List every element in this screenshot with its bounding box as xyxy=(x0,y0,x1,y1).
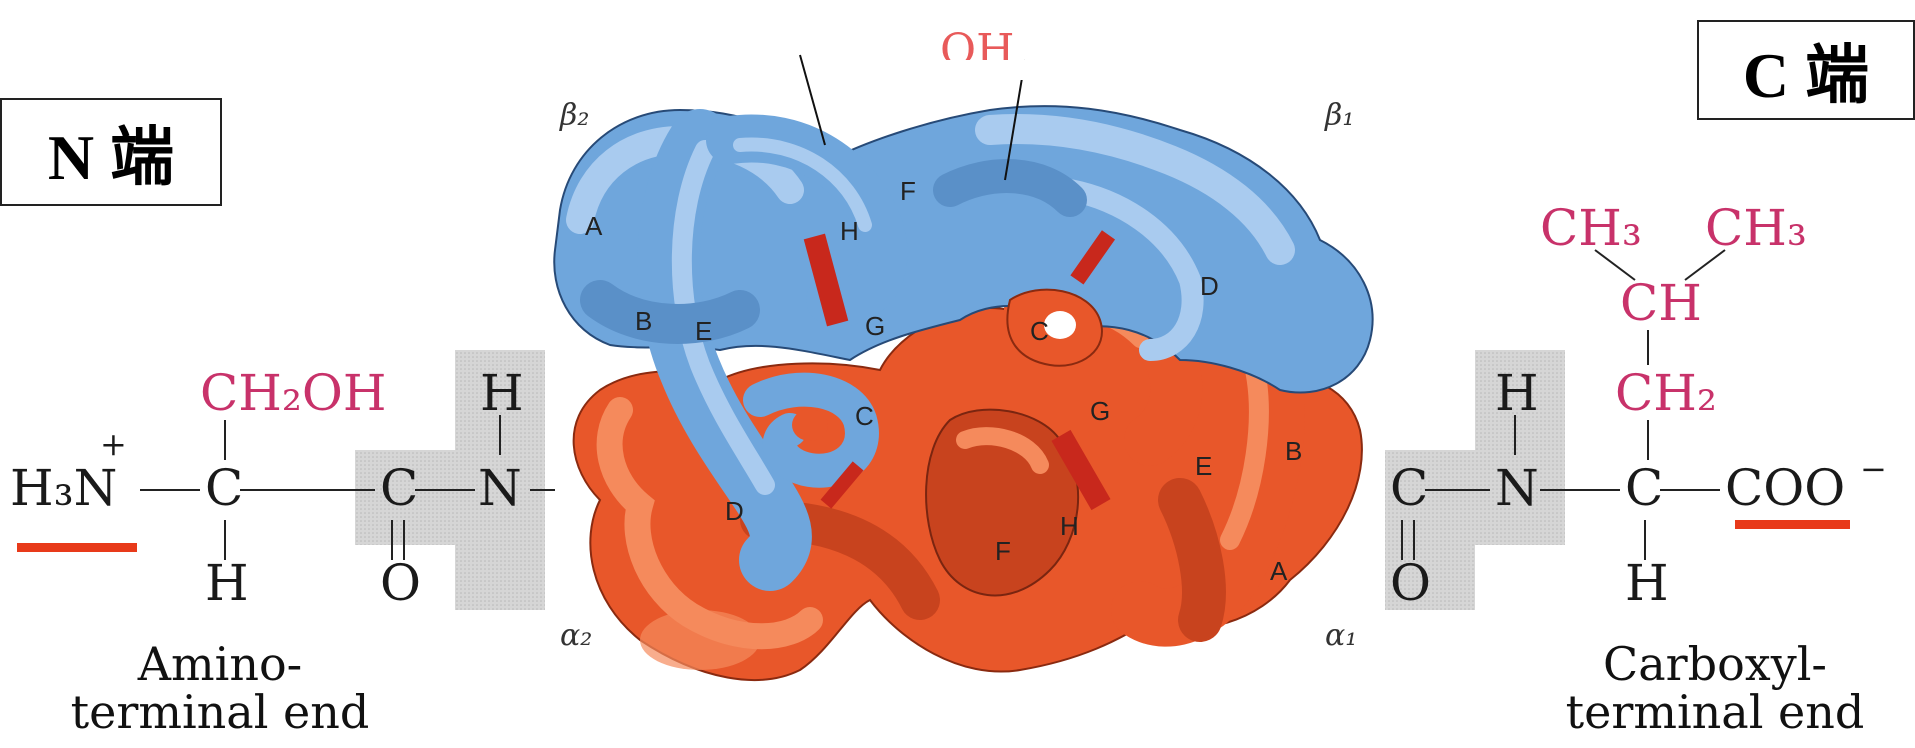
carbonyl-oxygen: O xyxy=(1390,554,1431,612)
helix-label: A xyxy=(585,211,603,241)
amide-hydrogen: H xyxy=(480,364,524,422)
subunit-beta1-label: β₁ xyxy=(1324,98,1354,133)
amino-caption-line1: Amino- xyxy=(0,640,440,688)
helix-label: A xyxy=(1270,556,1288,586)
carbonyl-oxygen: O xyxy=(380,554,421,612)
helix-label: H xyxy=(1060,511,1079,541)
helix-label: G xyxy=(865,311,885,341)
helix-label: E xyxy=(695,316,712,346)
helix-label: F xyxy=(900,176,916,206)
helix-label: E xyxy=(1195,451,1212,481)
alpha-hydrogen: H xyxy=(1625,554,1669,612)
alpha-carbon: C xyxy=(205,459,243,517)
helix-label: D xyxy=(1200,271,1219,301)
subunit-beta2-label: β₂ xyxy=(559,98,589,133)
amino-terminal-caption: Amino- terminal end xyxy=(0,640,440,737)
helix-label: B xyxy=(1285,436,1302,466)
left-side-chain: CH₂OH xyxy=(200,364,387,422)
carbonyl-carbon: C xyxy=(380,459,418,517)
amide-hydrogen: H xyxy=(1495,364,1539,422)
subunit-alpha1-label: α₁ xyxy=(1325,618,1357,653)
c-terminus-underline xyxy=(1735,520,1850,529)
alpha-hydrogen: H xyxy=(205,554,249,612)
carboxyl-terminal-caption: Carboxyl- terminal end xyxy=(1515,640,1915,737)
c-terminus-box: C 端 xyxy=(1697,20,1915,120)
helix-label: C xyxy=(1030,316,1049,346)
amino-caption-line2: terminal end xyxy=(0,688,440,736)
methylene-group: CH₂ xyxy=(1615,364,1717,422)
helix-label: B xyxy=(635,306,652,336)
carboxyl-caption-line2: terminal end xyxy=(1515,688,1915,736)
helix-label: D xyxy=(725,496,744,526)
helix-label: C xyxy=(855,401,874,431)
hemoglobin-structure: OH β₂ β₁ α₂ α₁ A B E F H G C D C D G E B… xyxy=(554,25,1372,680)
minus-charge: − xyxy=(1860,450,1887,488)
carboxylate-group: COO xyxy=(1725,459,1845,517)
amide-nitrogen: N xyxy=(478,459,522,517)
n-terminus-label: N 端 xyxy=(48,106,174,198)
methine-group: CH xyxy=(1620,274,1702,332)
carbonyl-carbon: C xyxy=(1390,459,1428,517)
helix-label: F xyxy=(995,536,1011,566)
helix-label: H xyxy=(840,216,859,246)
methyl-right: CH₃ xyxy=(1705,199,1807,257)
n-terminus-underline xyxy=(17,543,137,552)
amide-nitrogen: N xyxy=(1495,459,1539,517)
helix-label: G xyxy=(1090,396,1110,426)
n-terminus-box: N 端 xyxy=(0,98,222,206)
carboxyl-caption-line1: Carboxyl- xyxy=(1515,640,1915,688)
subunit-alpha2-label: α₂ xyxy=(560,618,592,653)
c-terminus-label: C 端 xyxy=(1743,24,1869,116)
h3n-group: H₃N xyxy=(10,459,117,517)
methyl-left: CH₃ xyxy=(1540,199,1642,257)
plus-charge: + xyxy=(100,425,127,463)
alpha-carbon: C xyxy=(1625,459,1663,517)
